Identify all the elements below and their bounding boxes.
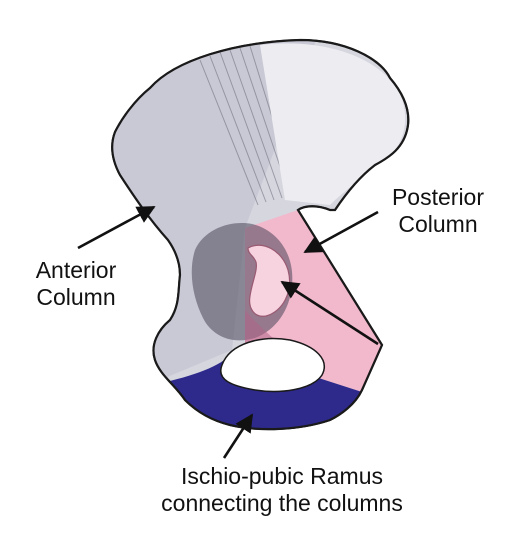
posterior-column-label-line1: Posterior [391,184,485,210]
ischio-pubic-ramus-label-line2: connecting the columns [161,490,403,516]
ischio-pubic-ramus-arrow [222,413,254,459]
anterior-column-label-line2: Column [36,284,116,310]
posterior-column-label-line2: Column [398,211,478,237]
acetabulum-pointer-line [280,280,379,346]
acetabulum-rim [247,244,291,317]
ischio-pubic-ramus-label-line1: Ischio-pubic Ramus [181,463,383,489]
iliac-wing-highlight [260,43,406,205]
posterior-column-label: Posterior Column [368,184,508,238]
anterior-column-arrow [77,205,156,250]
obturator-foramen [220,337,325,393]
posterior-column-arrow [303,210,379,254]
bone-outline-stroke [111,38,410,431]
anterior-column-label: Anterior Column [14,257,138,311]
ischio-pubic-ramus-label: Ischio-pubic Ramus connecting the column… [110,463,454,517]
anterior-column-label-line1: Anterior [35,257,117,283]
